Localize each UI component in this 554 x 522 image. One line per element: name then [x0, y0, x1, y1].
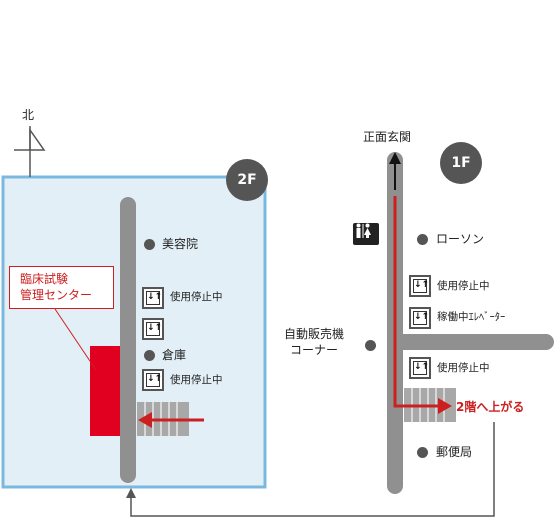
- floor-1f-badge: 1F: [440, 142, 482, 184]
- vending-label-line-1: 自動販売機: [284, 327, 345, 341]
- elevator-icon: ↓↑: [409, 275, 431, 297]
- clinic-label-line-2: 管理センター: [20, 288, 93, 302]
- north-label: 北: [22, 108, 35, 122]
- elevator-icon: ↓↑: [409, 307, 431, 329]
- clinic-block: [90, 346, 120, 436]
- storage-label: 倉庫: [162, 348, 187, 362]
- elevator-icon: ↓↑: [142, 369, 164, 391]
- elevator-icon: ↓↑: [142, 287, 164, 309]
- lawson-marker: [417, 234, 428, 245]
- post-office-label: 郵便局: [436, 445, 473, 459]
- elevator-1f-1-status: 使用停止中: [437, 280, 490, 292]
- entrance-arrow-icon: [389, 152, 401, 190]
- salon-marker: [144, 239, 155, 250]
- route-label: 2階へ上がる: [456, 400, 525, 414]
- elevator-icon: ↓↑: [142, 318, 164, 340]
- clinic-label-line-1: 臨床試験: [20, 272, 69, 286]
- salon-label: 美容院: [162, 237, 199, 251]
- restroom-icon: [353, 223, 379, 245]
- entrance-label: 正面玄関: [363, 130, 412, 144]
- floor-connector-route: [126, 422, 495, 517]
- clinic-label: 臨床試験 管理センター: [9, 266, 114, 309]
- lawson-label: ローソン: [436, 232, 485, 246]
- elevator-2f-2-status: 使用停止中: [170, 374, 223, 386]
- elevator-2f-1-status: 使用停止中: [170, 291, 223, 303]
- restroom-glyph: [356, 223, 371, 238]
- clinic-leader-line: [54, 308, 97, 371]
- compass-north-icon: [14, 126, 46, 177]
- arrow-2f-left: [138, 412, 204, 428]
- floor-2f-badge: 2F: [226, 159, 268, 201]
- elevator-1f-2-status: 稼働中ｴﾚﾍﾞｰﾀｰ: [437, 311, 506, 323]
- vending-marker: [365, 340, 376, 351]
- elevator-1f-3-status: 使用停止中: [437, 362, 490, 374]
- route-1f: [393, 196, 452, 414]
- elevator-icon: ↓↑: [409, 357, 431, 379]
- vending-label-line-2: コーナー: [290, 343, 339, 357]
- post-office-marker: [417, 447, 428, 458]
- storage-marker: [144, 350, 155, 361]
